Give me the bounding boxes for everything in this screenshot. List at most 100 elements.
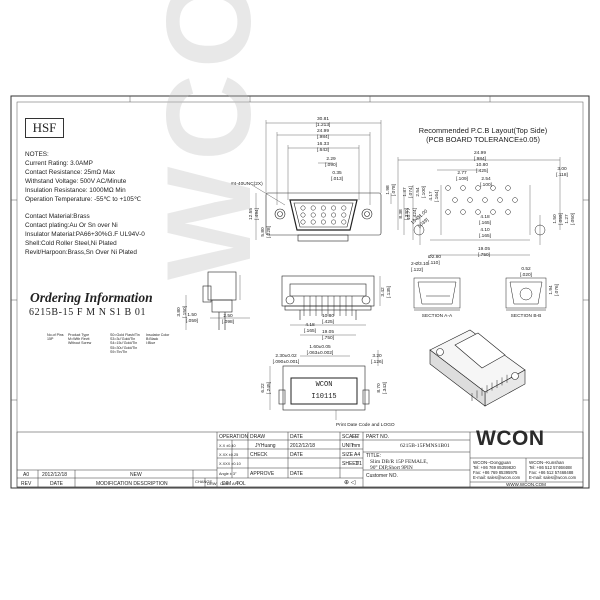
company-b-fax: Fax: +86 512 57468488: [529, 470, 574, 475]
title-block-lines: [16, 431, 584, 488]
sheet-label: SHEET: [342, 461, 359, 467]
front-dim-texts: 30.81 [1.213] 24.99 [.984] 16.33 [.643] …: [231, 116, 418, 238]
approve-label: APPROVE: [250, 471, 275, 477]
note-line: Current Rating: 3.0AMP: [25, 159, 93, 167]
pcb-layout: [397, 157, 561, 256]
pcb-dim-19-05-in: [.750]: [478, 252, 490, 258]
section-dim-0-52-in: [.020]: [520, 272, 532, 278]
title-label: TITLE:: [366, 453, 381, 459]
outer-frame: [10, 95, 590, 489]
bottom-dim-4-18-in: [.165]: [304, 328, 316, 334]
section-dim-0-52: 0.52: [521, 266, 531, 272]
pcb-dim-1-87-in: [.074]: [408, 186, 414, 198]
unit-value: mm: [352, 443, 360, 449]
customer-label: Customer NO.: [366, 473, 398, 479]
scale-label: SCALE: [342, 434, 359, 440]
pcb-dim-1-50-in: [.059]: [558, 213, 564, 225]
pcb-dim-4-18: 4.18: [480, 214, 490, 220]
section-dim-1-94-in: [.076]: [554, 284, 560, 296]
pin-socket: [341, 212, 347, 218]
tol-row-3: X.XXX ±0.10: [219, 462, 241, 466]
ordering-label-product-type: Product Type M=With Revit Without Screw: [68, 333, 92, 346]
title-line-1: Slim DB/R 15P FEMALE,: [370, 459, 429, 465]
dim-12-55: 12.55: [248, 208, 254, 220]
tol-row-1: X.X ±0.40: [219, 444, 236, 448]
company-b-mail: E-mail: sales@wcon.com: [529, 475, 577, 480]
pin-socket: [331, 205, 337, 211]
rear-dim-8-70: 8.70: [376, 383, 382, 393]
operation-label: OPERATION: [219, 434, 248, 440]
tol-col: TOL: [236, 481, 246, 487]
dim-1-98-in: [.078]: [391, 184, 397, 196]
ordering-label-pins: No.of Pins 15P: [47, 333, 64, 342]
unit-label: UNIT: [342, 443, 354, 449]
company-a-fax: Fax: +86 769 85395975: [473, 470, 518, 475]
pin-socket: [320, 212, 326, 218]
pcb-hole: [460, 209, 466, 215]
projection-symbol: ⊕ ◁: [344, 480, 356, 486]
pcb-dim-1-27: 1.27: [564, 214, 570, 224]
pcb-hole: [482, 197, 488, 203]
print-date-note: Print Date Code and LOGO: [336, 422, 395, 428]
iso-pins: [471, 374, 508, 401]
draw-label: DRAW: [250, 434, 265, 440]
rev-header-date: DATE: [50, 481, 64, 487]
pcb-dim-2-80-in: [.110]: [428, 260, 440, 266]
pin-socket: [310, 212, 316, 218]
pcb-tolerance-line: (PCB BOARD TOLERANCE±0.05): [426, 135, 540, 144]
rear-dim-2-30-in: [.090±0.001]: [273, 359, 300, 365]
company-a-mail: E-mail: sales@wcon.com: [473, 475, 521, 480]
isometric-view: [429, 329, 526, 407]
dim-10-77: 10.77: [406, 208, 412, 220]
front-dim-lines: [251, 120, 414, 240]
date-label-approve: DATE: [290, 471, 304, 477]
side-dim-1-50-in: [.059]: [186, 318, 198, 324]
rev-header-change: CHANGE: [195, 479, 212, 484]
bottom-dim-19-05-in: [.750]: [322, 335, 334, 341]
pin-socket: [300, 212, 306, 218]
section-a: [413, 277, 461, 311]
pin-socket: [331, 219, 337, 225]
dim-8-38: 8.38: [398, 209, 404, 219]
note-line: Shell:Cold Roller Steel,Ni Plated: [25, 240, 117, 247]
pcb-hole: [475, 209, 481, 215]
pcb-hole: [490, 209, 496, 215]
pin-socket: [320, 219, 326, 225]
pcb-dim-24-99-in: [.984]: [474, 156, 486, 162]
dim-0-35: 0.35: [332, 170, 342, 176]
note-line: Insulator Material:PA66+30%G.F UL94V-0: [25, 231, 145, 239]
rev-header-drw: DRW: [207, 481, 217, 486]
dim-0-35-in: [.013]: [331, 176, 343, 182]
note-line: Insulation Resistance: 1000MΩ Min: [25, 186, 126, 194]
ordering-label-plating: S0=Gold Flash/Tin S3=3u"Gold/Tin S4=15u"…: [110, 333, 140, 354]
rev-header-chk: CHK: [220, 481, 229, 486]
bottom-dim-3-42-in: [.135]: [386, 286, 392, 298]
pcb-dim-2-54: 2.54: [481, 176, 491, 182]
pcb-holes: [445, 185, 518, 215]
bottom-dim-10-80-in: [.425]: [322, 319, 334, 325]
pcb-dim-4-17: 4.17: [428, 191, 434, 201]
pin-socket: [310, 219, 316, 225]
bottom-dim-10-80: 10.80: [322, 313, 334, 319]
rev-header-rev: REV: [21, 481, 32, 487]
check-label: CHECK: [250, 452, 268, 458]
section-a-label: SECTION A-A: [422, 313, 453, 319]
dim-2-29: 2.29: [326, 156, 336, 162]
dim-30-81: 30.81: [317, 116, 329, 122]
rev-header-app: APP: [232, 481, 240, 486]
bottom-dim-19-05: 19.05: [322, 329, 334, 335]
company-a: WCON--Dongguan: [473, 460, 512, 465]
note-line: Contact plating:Au Or Sn over Ni: [25, 222, 118, 230]
front-view-pins: [300, 205, 347, 225]
rear-dim-6-22: 6.22: [260, 383, 266, 393]
rev-row-desc: NEW: [130, 472, 142, 478]
pcb-hole: [497, 197, 503, 203]
rear-dim-1-60-in: [.063±0.002]: [307, 350, 334, 356]
dim-10-77-in: [.424]: [412, 208, 418, 220]
pcb-hole: [460, 185, 466, 191]
rear-dim-1-60: 1.60±0.05: [309, 344, 331, 350]
pcb-hole: [475, 185, 481, 191]
pcb-hole: [452, 197, 458, 203]
pcb-drill-label: 2-Ø3.10: [411, 261, 429, 267]
